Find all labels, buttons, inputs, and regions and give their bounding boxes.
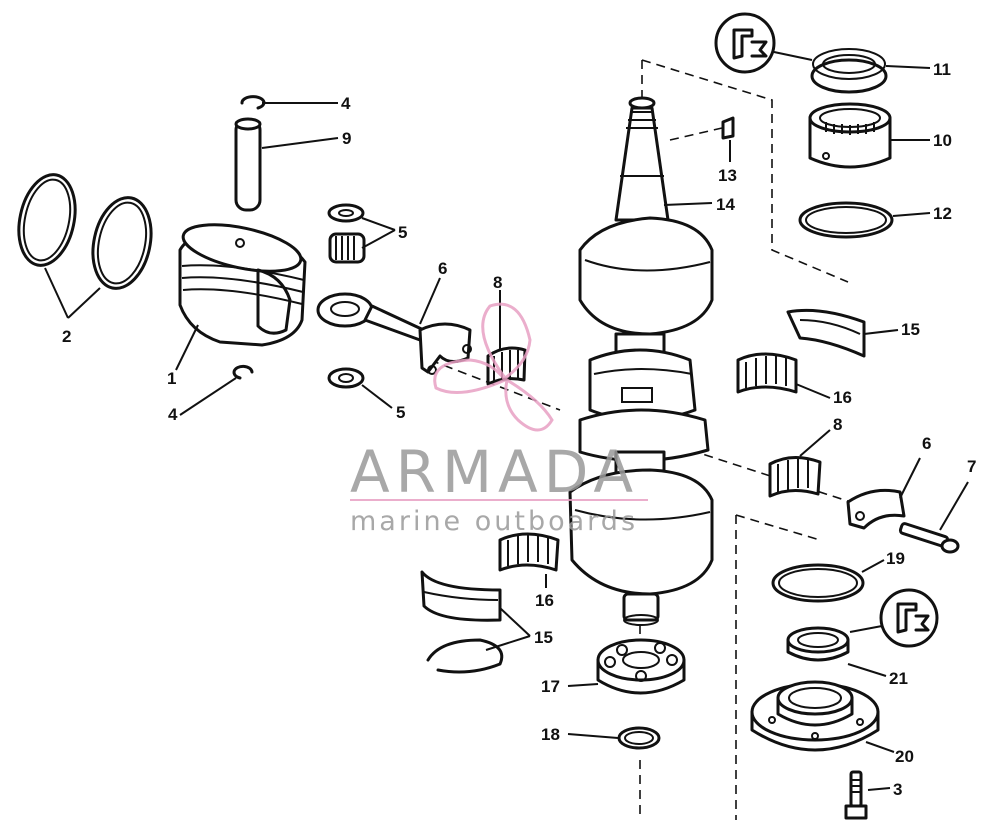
assembly-guide-lines <box>429 59 861 820</box>
callout-4-top: 4 <box>341 94 351 113</box>
o-ring-upper <box>798 201 894 239</box>
callout-6-rod: 6 <box>438 259 447 278</box>
callout-16-right: 16 <box>833 388 852 407</box>
piston-rings <box>17 173 153 290</box>
callout-14: 14 <box>716 195 735 214</box>
pin-bearing-and-washers <box>327 203 366 389</box>
callout-5-top: 5 <box>398 223 407 242</box>
callout-17: 17 <box>541 677 560 696</box>
callout-10: 10 <box>933 131 952 150</box>
callout-4-bottom: 4 <box>168 405 178 424</box>
callout-13: 13 <box>718 166 737 185</box>
callout-5-bottom: 5 <box>396 403 405 422</box>
retaining-ring <box>617 726 661 750</box>
callout-20: 20 <box>895 747 914 766</box>
callout-6-cap: 6 <box>922 434 931 453</box>
callout-3: 3 <box>893 780 902 799</box>
callout-2: 2 <box>62 327 71 346</box>
seal-detail-inset-bottom <box>849 588 939 648</box>
propeller-logo-icon <box>433 302 554 432</box>
housing-screw <box>844 770 868 820</box>
o-ring-lower <box>771 563 865 603</box>
callout-11: 11 <box>933 60 951 79</box>
crankshaft <box>568 96 714 626</box>
needle-cages <box>498 352 822 572</box>
callout-15-right: 15 <box>901 320 920 339</box>
piston <box>178 223 307 347</box>
top-seal <box>810 48 888 94</box>
callout-labels: 2 1 4 4 9 5 5 6 6 7 8 8 10 11 12 13 14 1… <box>62 60 976 799</box>
leader-lines <box>44 65 969 791</box>
rod-cap-and-screw <box>846 488 960 554</box>
ball-bearing <box>596 638 686 695</box>
woodruff-key <box>721 116 735 140</box>
watermark-tagline: marine outboards <box>350 506 638 537</box>
wrist-pin-clips <box>232 95 266 380</box>
callout-21: 21 <box>889 669 908 688</box>
seal-detail-inset-top <box>714 12 813 74</box>
watermark-brand: ARMADA <box>350 438 639 506</box>
callout-19: 19 <box>886 549 905 568</box>
lower-seal <box>786 626 850 662</box>
armada-watermark: ARMADA marine outboards <box>350 302 648 537</box>
callout-1: 1 <box>167 369 176 388</box>
callout-8-top: 8 <box>493 273 502 292</box>
callout-15-left: 15 <box>534 628 553 647</box>
callout-9: 9 <box>342 129 351 148</box>
connecting-rod <box>316 292 472 375</box>
upper-needle-bearing <box>808 102 892 169</box>
callout-18: 18 <box>541 725 560 744</box>
lower-bearing-housing <box>750 680 880 752</box>
callout-7: 7 <box>967 457 976 476</box>
callout-8-right: 8 <box>833 415 842 434</box>
wrist-pin <box>234 117 262 212</box>
main-bearing-shells <box>420 308 866 674</box>
callout-12: 12 <box>933 204 952 223</box>
callout-16-left: 16 <box>535 591 554 610</box>
